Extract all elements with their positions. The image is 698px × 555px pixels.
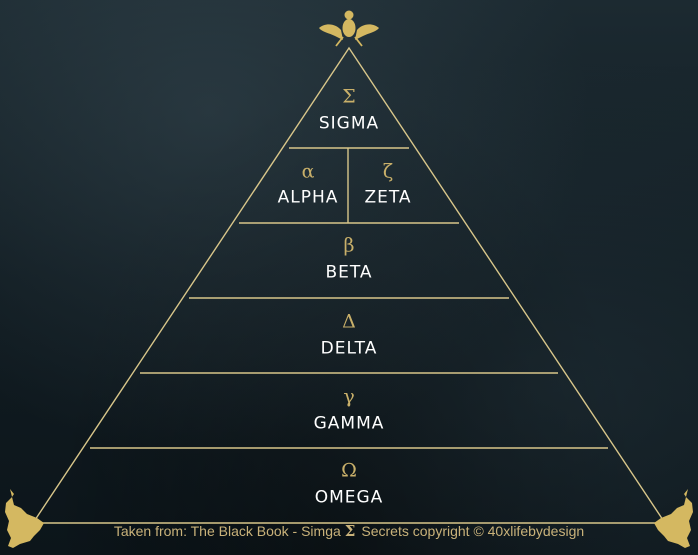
pyramid-border: [31, 46, 667, 524]
zeta-label: ZETA: [364, 187, 412, 208]
anubis-icon: [5, 489, 44, 548]
omega-symbol: Ω: [341, 459, 357, 482]
omega-label: OMEGA: [314, 487, 384, 508]
sigma-symbol: Σ: [342, 85, 356, 108]
delta-symbol: Δ: [342, 310, 356, 333]
beta-label: BETA: [325, 262, 373, 283]
zeta-symbol: ζ: [382, 160, 394, 183]
caption-prefix: Taken from: The Black Book - Simga: [113, 523, 341, 539]
alpha-symbol: α: [301, 160, 315, 183]
gamma-label: GAMMA: [313, 413, 385, 434]
delta-label: DELTA: [320, 338, 378, 359]
sigma-label: SIGMA: [318, 113, 380, 134]
caption-suffix: Secrets copyright © 40xlifebydesign: [361, 523, 585, 539]
caption-sigma-symbol: Σ: [344, 522, 356, 540]
alpha-label: ALPHA: [277, 187, 339, 208]
anubis-icon: [654, 489, 693, 548]
beta-symbol: β: [343, 234, 355, 257]
scarab-icon: [319, 10, 379, 47]
gamma-symbol: γ: [343, 385, 355, 408]
